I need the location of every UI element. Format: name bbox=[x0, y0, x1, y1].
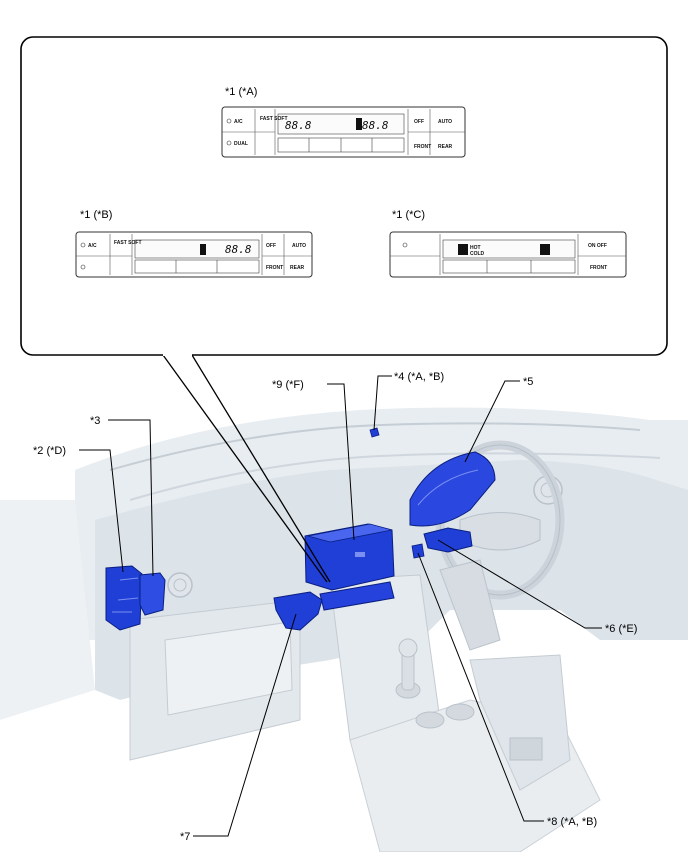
svg-text:FRONT: FRONT bbox=[590, 265, 607, 271]
label-panel-b: *1 (*B) bbox=[80, 209, 112, 221]
component-4-sensor bbox=[369, 427, 380, 438]
svg-text:REAR: REAR bbox=[290, 265, 305, 271]
component-1-ac-panel bbox=[319, 581, 395, 611]
component-7-unit bbox=[273, 591, 323, 631]
label-panel-c: *1 (*C) bbox=[392, 209, 425, 221]
label-8: *8 (*A, *B) bbox=[547, 816, 597, 828]
svg-text:A/C: A/C bbox=[234, 119, 243, 125]
panel-b: 88.8 A/C FAST SOFT OFF AUTO FRONT REAR bbox=[75, 231, 313, 278]
svg-text:OFF: OFF bbox=[414, 119, 424, 125]
panel-c: HOT COLD ON OFF FRONT bbox=[389, 231, 627, 278]
svg-text:OFF: OFF bbox=[266, 243, 276, 249]
svg-text:88.8: 88.8 bbox=[362, 119, 389, 132]
label-2: *2 (*D) bbox=[33, 445, 66, 457]
dashboard-background bbox=[0, 407, 688, 852]
label-3: *3 bbox=[90, 415, 100, 427]
label-6: *6 (*E) bbox=[605, 623, 637, 635]
svg-text:ON OFF: ON OFF bbox=[588, 243, 607, 249]
callout-box: 88.8 88.8 A/C DUAL FAST SOFT OFF AUTO FR… bbox=[20, 36, 668, 583]
component-8-sensor bbox=[411, 543, 425, 559]
svg-text:FRONT: FRONT bbox=[414, 144, 431, 150]
label-5: *5 bbox=[523, 376, 533, 388]
svg-text:COLD: COLD bbox=[470, 251, 485, 257]
component-3-module bbox=[139, 572, 166, 616]
component-labels: *9 (*F) *4 (*A, *B) *5 *3 *2 (*D) *6 (*E… bbox=[33, 371, 637, 843]
svg-text:REAR: REAR bbox=[438, 144, 453, 150]
svg-text:FRONT: FRONT bbox=[266, 265, 283, 271]
component-2-ecu bbox=[105, 565, 143, 631]
leader-lines bbox=[79, 375, 602, 837]
component-6-switch bbox=[423, 527, 473, 553]
svg-text:88.8: 88.8 bbox=[285, 119, 312, 132]
svg-text:AUTO: AUTO bbox=[438, 119, 452, 125]
svg-text:FAST SOFT: FAST SOFT bbox=[114, 240, 142, 246]
highlighted-components bbox=[105, 427, 496, 631]
svg-text:88.8: 88.8 bbox=[225, 243, 252, 256]
panel-a: 88.8 88.8 A/C DUAL FAST SOFT OFF AUTO FR… bbox=[221, 106, 466, 158]
svg-text:A/C: A/C bbox=[88, 243, 97, 249]
svg-text:AUTO: AUTO bbox=[292, 243, 306, 249]
label-panel-a: *1 (*A) bbox=[225, 86, 257, 98]
label-9: *9 (*F) bbox=[272, 379, 304, 391]
label-7: *7 bbox=[180, 831, 190, 843]
label-4: *4 (*A, *B) bbox=[394, 371, 444, 383]
svg-text:HOT: HOT bbox=[470, 245, 481, 251]
svg-text:FAST SOFT: FAST SOFT bbox=[260, 116, 288, 122]
svg-text:DUAL: DUAL bbox=[234, 141, 248, 147]
